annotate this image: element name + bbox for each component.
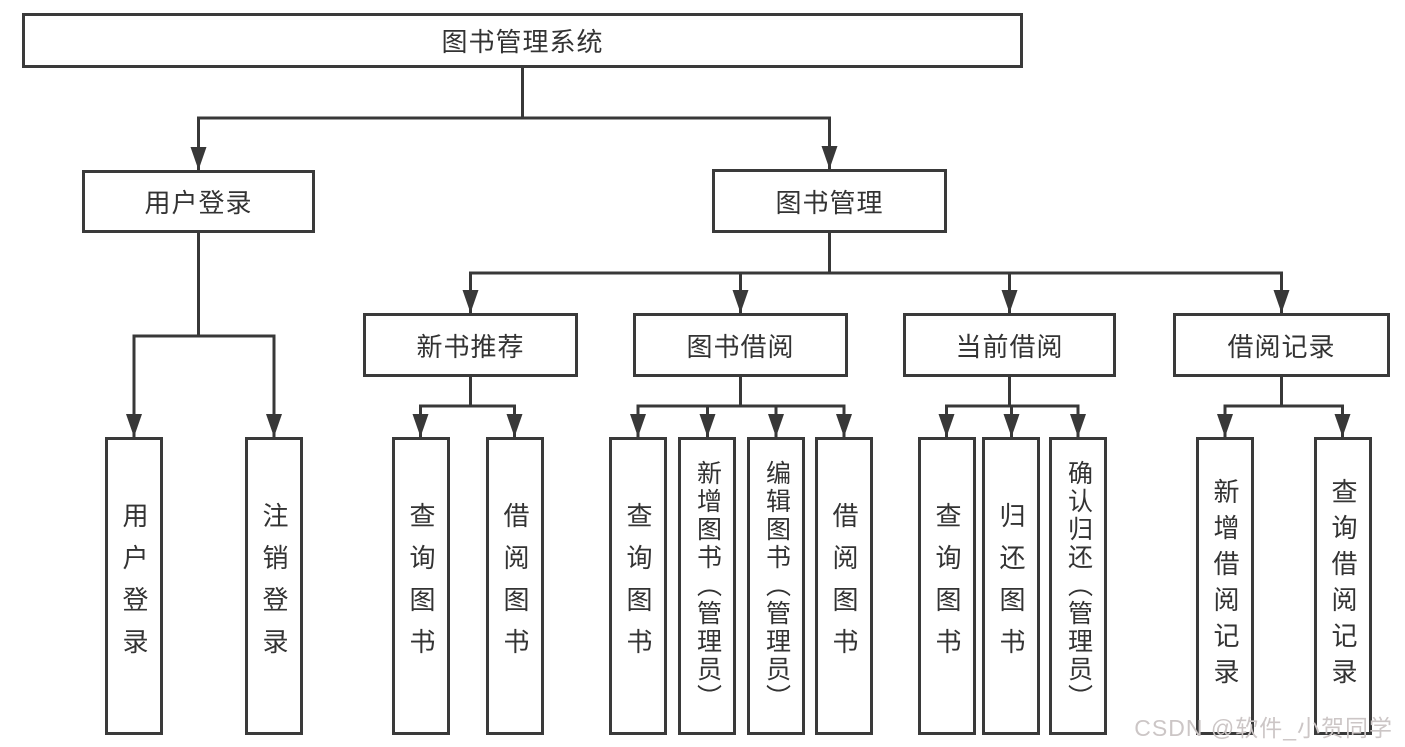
node-root: 图书管理系统 [22,13,1023,68]
leaf-query-books-current: 查询图书 [918,437,976,735]
leaf-borrow-books-recommend: 借阅图书 [486,437,544,735]
node-book-borrow: 图书借阅 [633,313,848,377]
node-borrow-records: 借阅记录 [1173,313,1390,377]
leaf-add-borrow-record: 新增借阅记录 [1196,437,1254,735]
leaf-add-books-admin: 新增图书（管理员） [678,437,736,735]
leaf-borrow-books: 借阅图书 [815,437,873,735]
leaf-query-books-recommend: 查询图书 [392,437,450,735]
leaf-logout: 注销登录 [245,437,303,735]
leaf-return-books: 归还图书 [982,437,1040,735]
node-book-management-label: 图书管理 [775,187,884,218]
leaf-user-login: 用户登录 [105,437,163,735]
node-book-borrow-label: 图书借阅 [686,331,795,362]
node-new-book-recommend-label: 新书推荐 [416,331,525,362]
node-book-management: 图书管理 [712,169,947,233]
node-user-login: 用户登录 [82,170,315,233]
node-user-login-label: 用户登录 [144,188,253,218]
node-root-label: 图书管理系统 [441,27,604,57]
leaf-confirm-return-admin: 确认归还（管理员） [1049,437,1107,735]
leaf-edit-books-admin: 编辑图书（管理员） [747,437,805,735]
node-current-borrow: 当前借阅 [903,313,1116,377]
node-borrow-records-label: 借阅记录 [1227,331,1336,362]
node-new-book-recommend: 新书推荐 [363,313,578,377]
watermark: CSDN @软件_小贺同学 [1134,715,1393,741]
node-current-borrow-label: 当前借阅 [955,331,1064,362]
leaf-query-books-borrow: 查询图书 [609,437,667,735]
leaf-query-borrow-record: 查询借阅记录 [1314,437,1372,735]
